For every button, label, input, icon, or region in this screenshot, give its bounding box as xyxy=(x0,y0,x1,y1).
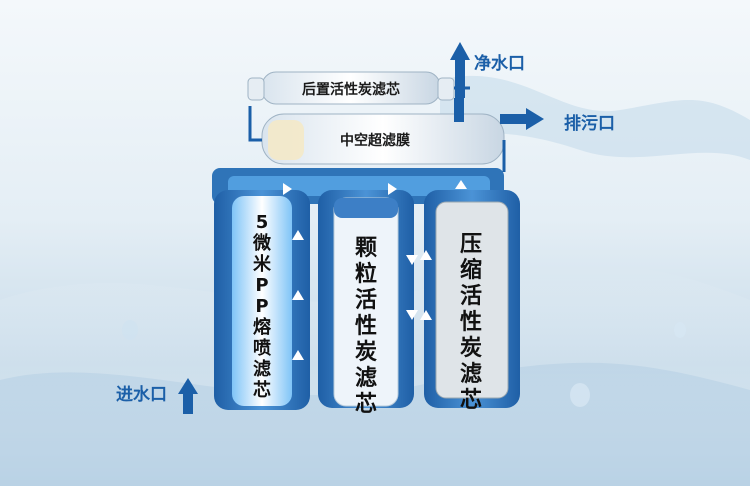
uf-membrane-core xyxy=(268,120,304,160)
clean-water-outlet-label: 净水口 xyxy=(474,54,525,74)
water-drop xyxy=(674,322,686,338)
pp-filter-label: 5微米PP熔喷滤芯 xyxy=(253,212,271,401)
water-drop xyxy=(122,320,138,340)
compressed-carbon-filter-label: 压缩活性炭滤芯 xyxy=(459,232,482,413)
waste-outlet-label: 排污口 xyxy=(564,114,615,134)
granular-carbon-filter-label: 颗粒活性炭滤芯 xyxy=(354,236,377,417)
pp-filter-canister xyxy=(232,196,292,406)
post-carbon-cap-left xyxy=(247,77,265,101)
water-drop xyxy=(570,383,590,407)
post-carbon-cap-right xyxy=(437,77,455,101)
granular-filter-cap xyxy=(334,198,398,218)
compressed-filter-canister xyxy=(435,201,509,399)
uf-membrane-label: 中空超滤膜 xyxy=(340,133,410,149)
water-splash-top xyxy=(440,75,750,160)
water-inlet-label: 进水口 xyxy=(116,385,167,405)
white-flow-arrows xyxy=(283,180,467,360)
pipe-lines xyxy=(248,86,506,172)
flow-arrows xyxy=(178,42,544,414)
post-carbon-filter-label: 后置活性炭滤芯 xyxy=(302,82,400,98)
